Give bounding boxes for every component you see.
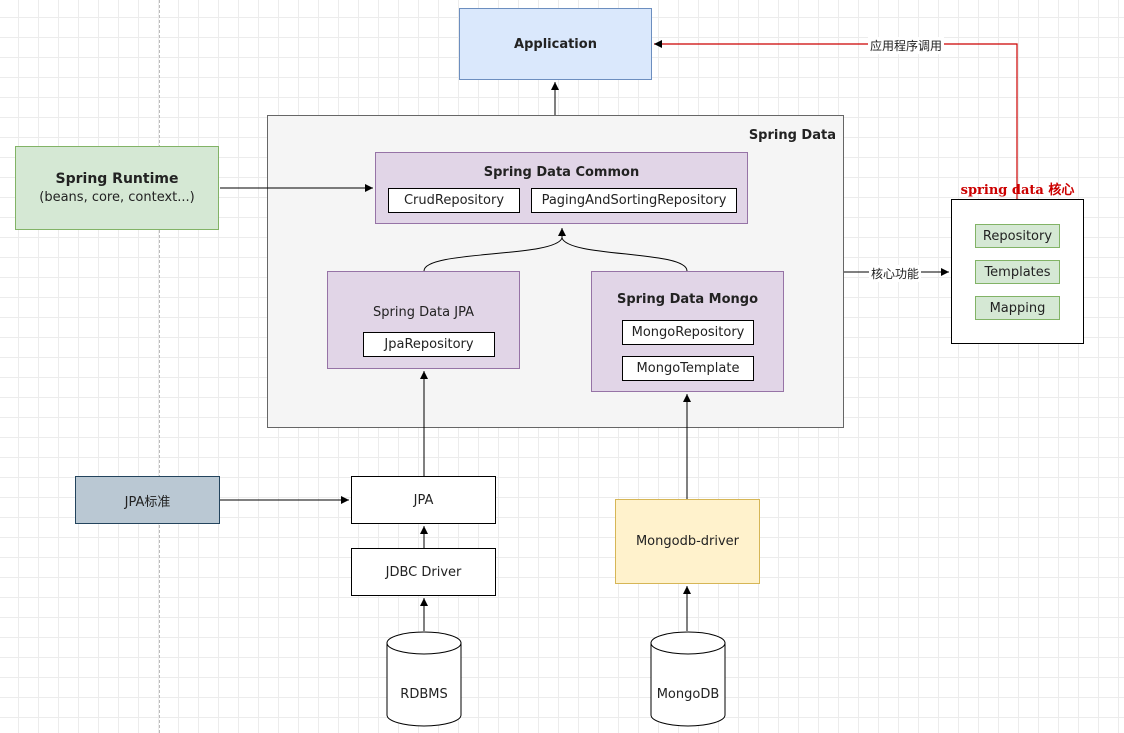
- core-item-templates-label: Templates: [984, 264, 1051, 280]
- application-node[interactable]: Application: [459, 8, 652, 80]
- mongo-repository-node[interactable]: MongoRepository: [622, 320, 754, 345]
- core-item-repository-label: Repository: [982, 228, 1053, 244]
- jpa-standard-label: JPA标准: [124, 494, 171, 510]
- jpa-repository-node[interactable]: JpaRepository: [363, 332, 495, 357]
- spring-data-jpa-label: Spring Data JPA: [373, 304, 474, 320]
- spring-data-common-label: Spring Data Common: [483, 164, 640, 180]
- core-item-repository[interactable]: Repository: [975, 224, 1060, 248]
- mongodb-label: MongoDB: [656, 687, 720, 702]
- spring-data-label: Spring Data: [748, 127, 836, 143]
- jpa-standard-node[interactable]: JPA标准: [75, 476, 220, 524]
- jpa-node[interactable]: JPA: [351, 476, 496, 524]
- application-label: Application: [514, 36, 597, 52]
- edge-label-core-function: 核心功能: [869, 265, 922, 282]
- crud-repository-node[interactable]: CrudRepository: [388, 188, 520, 213]
- spring-data-mongo-label: Spring Data Mongo: [616, 291, 759, 307]
- mongodb-database[interactable]: MongoDB: [650, 631, 726, 727]
- mongo-template-label: MongoTemplate: [636, 361, 740, 376]
- core-item-mapping[interactable]: Mapping: [975, 296, 1060, 320]
- spring-runtime-subtitle: (beans, core, context...): [39, 190, 195, 205]
- spring-runtime-title: Spring Runtime: [55, 171, 179, 187]
- edge-label-app-call: 应用程序调用: [868, 37, 945, 54]
- jdbc-driver-label: JDBC Driver: [385, 564, 462, 580]
- crud-repository-label: CrudRepository: [403, 193, 505, 208]
- page-guide-line: [159, 0, 160, 733]
- spring-runtime-node[interactable]: Spring Runtime (beans, core, context...): [15, 146, 219, 230]
- jdbc-driver-node[interactable]: JDBC Driver: [351, 548, 496, 596]
- mongodb-driver-node[interactable]: Mongodb-driver: [615, 499, 760, 584]
- mongo-template-node[interactable]: MongoTemplate: [622, 356, 754, 381]
- mongodb-cylinder-shape: [650, 631, 726, 727]
- rdbms-cylinder-shape: [386, 631, 462, 727]
- mongodb-driver-label: Mongodb-driver: [635, 534, 740, 549]
- mongo-repository-label: MongoRepository: [631, 325, 745, 340]
- paging-repository-node[interactable]: PagingAndSortingRepository: [531, 188, 737, 213]
- rdbms-database[interactable]: RDBMS: [386, 631, 462, 727]
- jpa-label: JPA: [413, 492, 434, 508]
- jpa-repository-label: JpaRepository: [384, 337, 474, 352]
- rdbms-label: RDBMS: [400, 687, 448, 702]
- paging-repository-label: PagingAndSortingRepository: [541, 193, 727, 208]
- core-item-mapping-label: Mapping: [989, 300, 1046, 316]
- core-item-templates[interactable]: Templates: [975, 260, 1060, 284]
- core-title: spring data 核心: [960, 182, 1075, 198]
